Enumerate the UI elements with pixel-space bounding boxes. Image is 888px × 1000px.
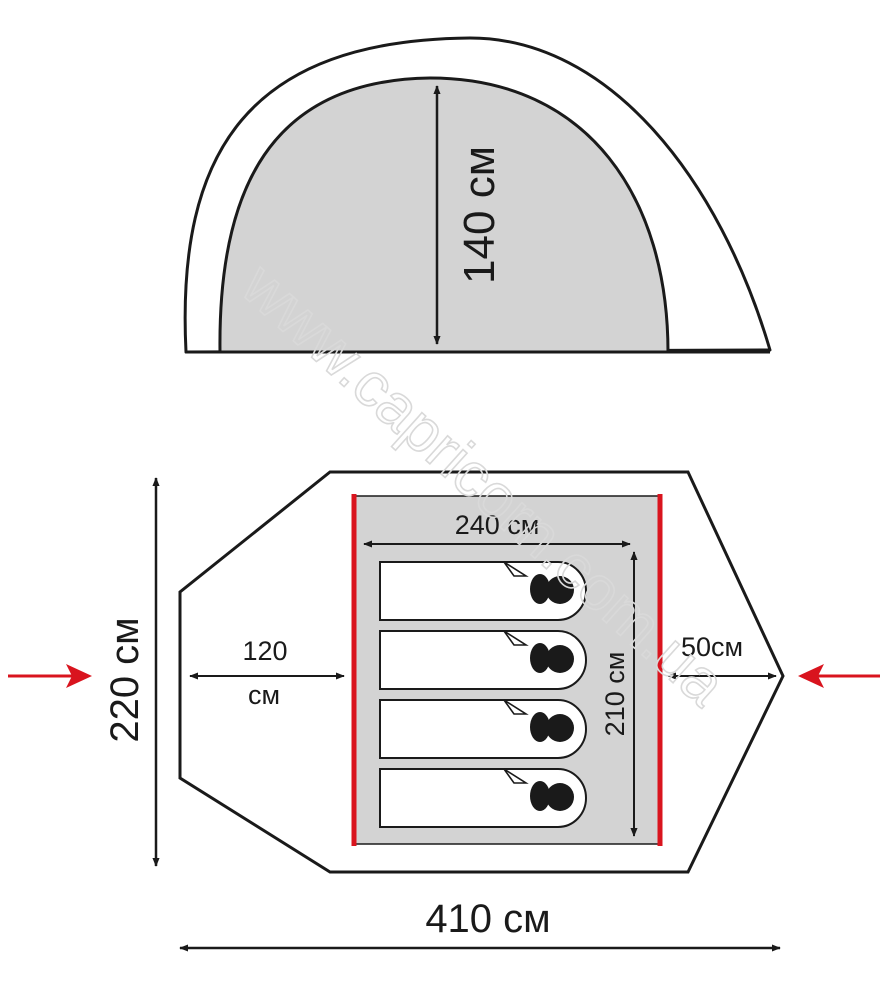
person-head [546,783,574,811]
sleeping-bag-hood [503,630,529,646]
inner-tent-fill [218,76,670,354]
floor-plan: 240 см 210 см 120 см 50см 220 см 410 см [8,470,880,952]
side-view: 140 см [183,36,772,354]
height-label: 140 см [455,146,504,284]
person-shoulders [530,574,550,604]
sleeping-bag-hood [503,699,529,715]
sleeping-bag-hood [503,561,529,577]
sleeping-bag-body [379,630,587,690]
inner-width-label: 210 см [600,652,630,737]
sleeping-bag-body [379,561,587,621]
person-head [546,576,574,604]
sleeping-bag-hood [503,768,529,784]
vestibule-label-number: 120 [242,636,287,666]
sleeping-bag [379,630,587,690]
person-head [546,714,574,742]
sleeping-bag [379,561,587,621]
entrance-arrow-left [8,664,92,688]
sleeping-bag [379,768,587,828]
total-width-label: 220 см [103,617,147,742]
total-length-label: 410 см [425,897,550,941]
person-shoulders [530,643,550,673]
vestibule-label-unit: см [248,680,280,710]
person-shoulders [530,712,550,742]
person-head [546,645,574,673]
sleeping-bag-body [379,768,587,828]
rear-label: 50см [681,632,743,662]
sleeping-bags [379,561,587,828]
entrance-arrow-right [798,664,880,688]
inner-length-label: 240 см [455,510,540,540]
sleeping-bag-body [379,699,587,759]
sleeping-bag [379,699,587,759]
person-shoulders [530,781,550,811]
